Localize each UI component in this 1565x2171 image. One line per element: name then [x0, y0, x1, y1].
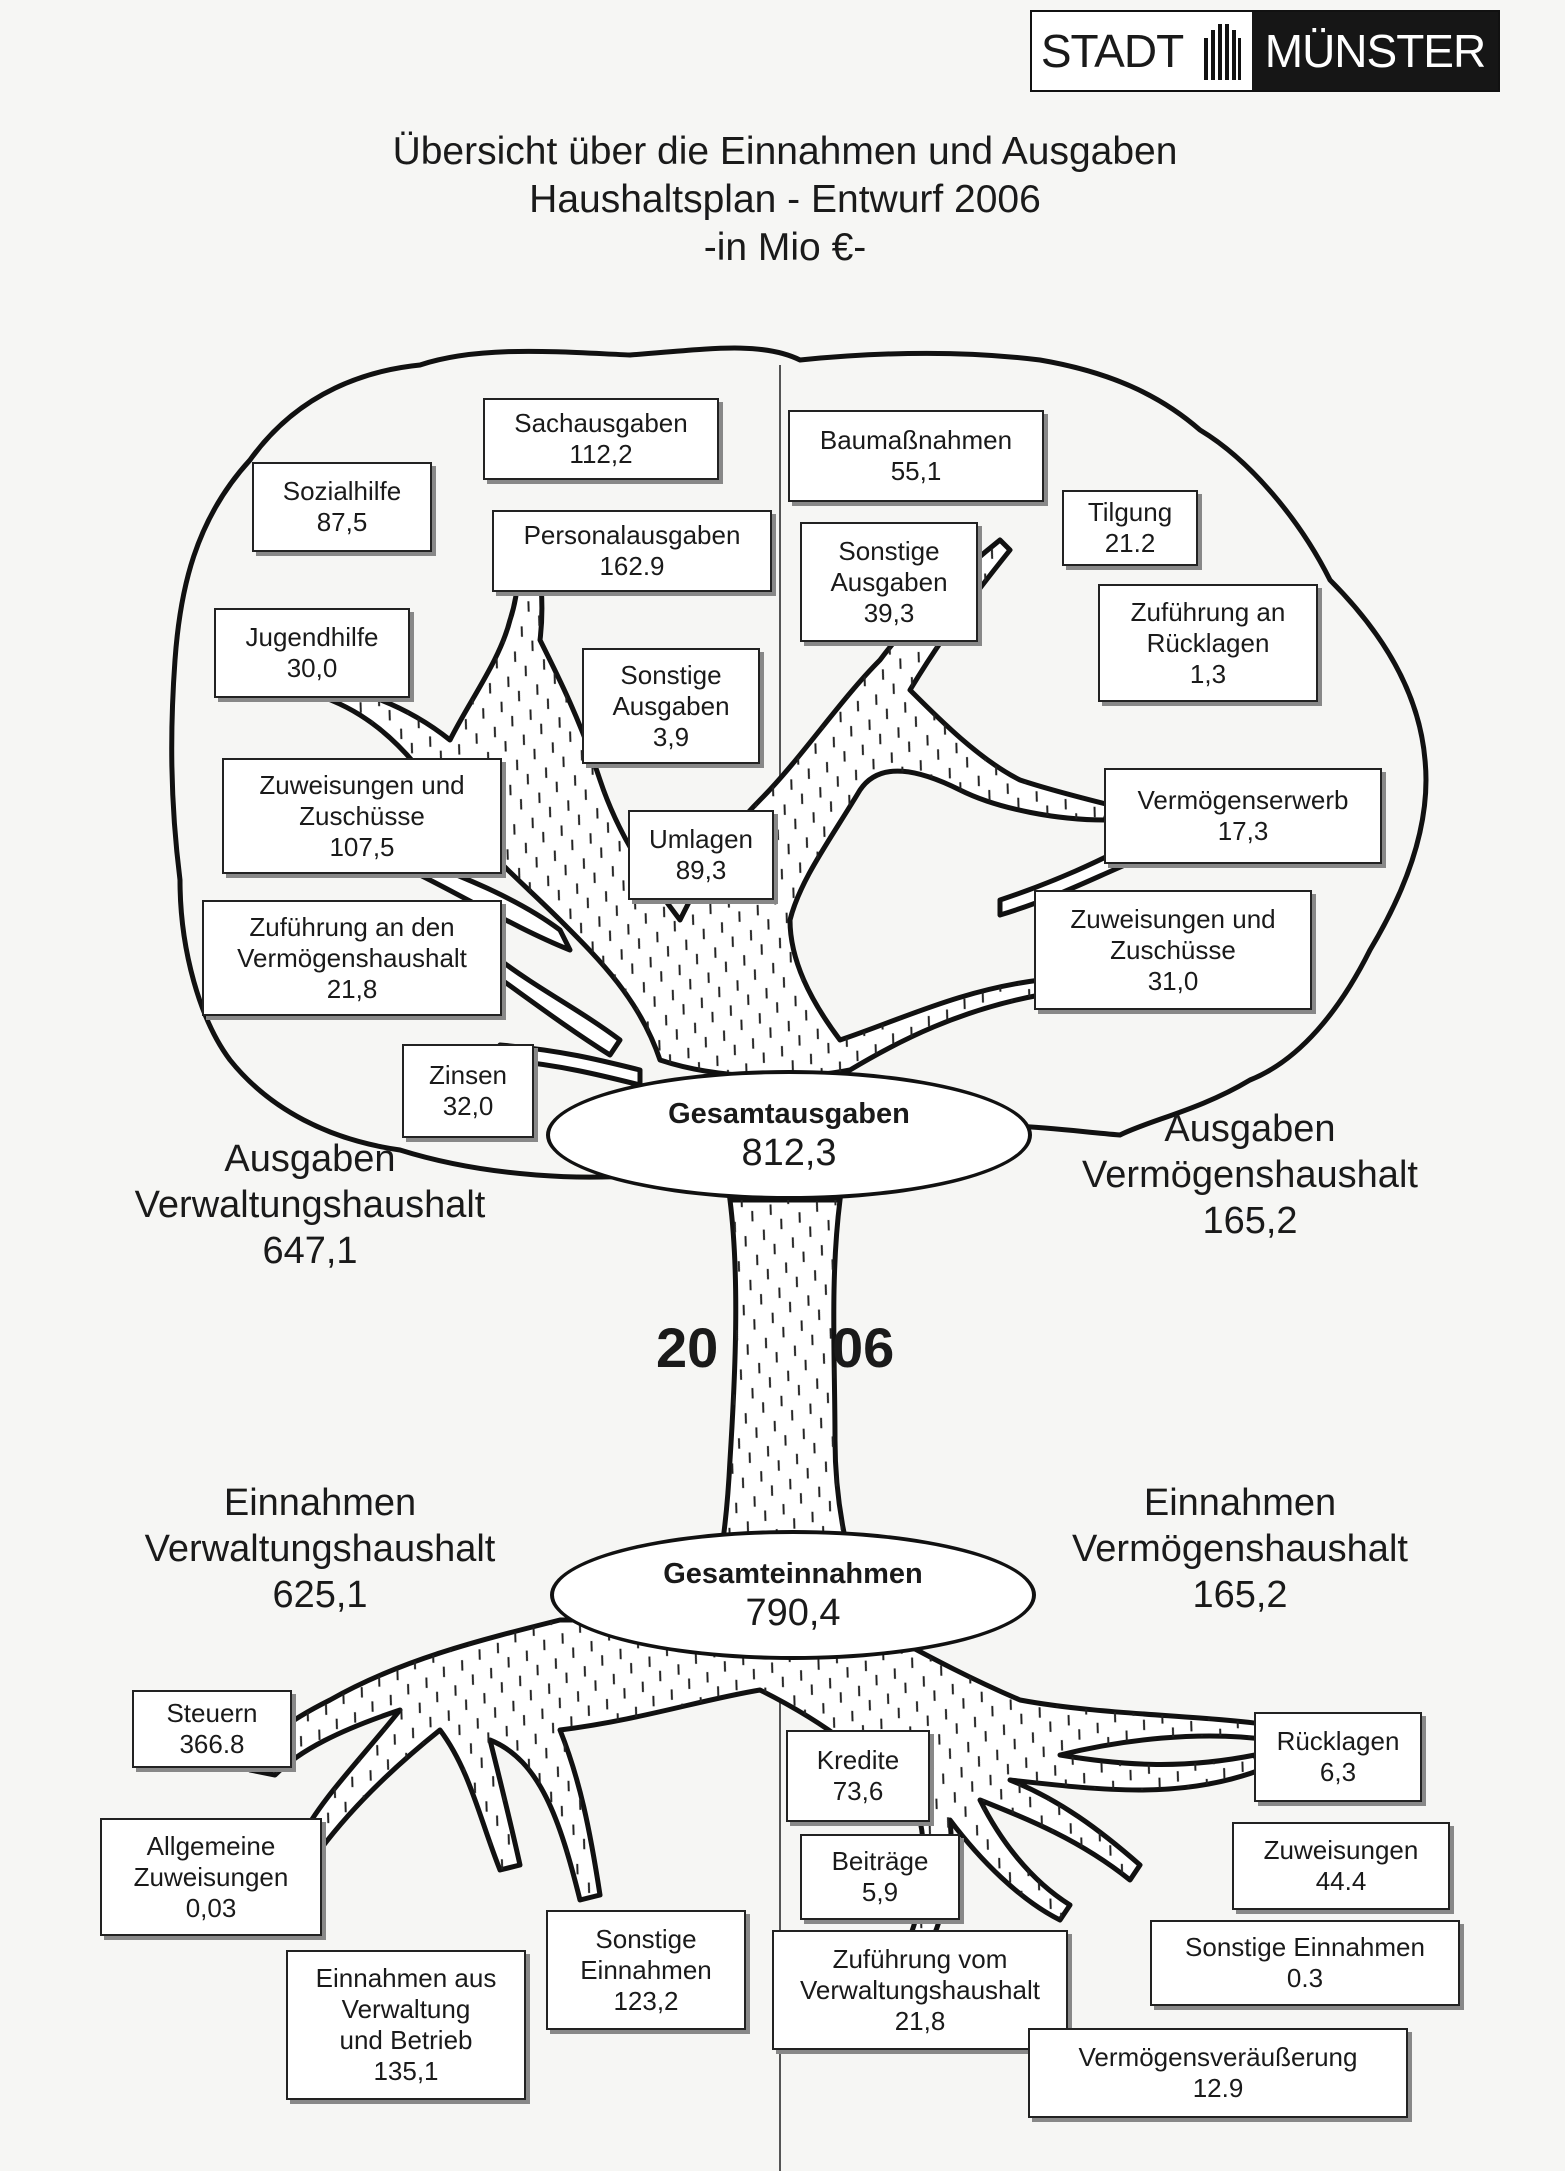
box-zufuehrung-vom-verwaltungshaushalt: Zuführung vom Verwaltungshaushalt 21,8: [772, 1930, 1068, 2050]
box-sonstige-ausgaben-vw: Sonstige Ausgaben 3,9: [582, 648, 760, 764]
title-line-1: Übersicht über die Einnahmen und Ausgabe…: [392, 130, 1178, 173]
box-sozialhilfe: Sozialhilfe 87,5: [252, 462, 432, 552]
tree-trunk: [717, 1197, 854, 1563]
box-kredite: Kredite 73,6: [786, 1730, 930, 1822]
box-allgemeine-zuweisungen: Allgemeine Zuweisungen 0,03: [100, 1818, 322, 1936]
section-einnahmen-vermoegenshaushalt: Einnahmen Vermögenshaushalt 165,2: [1072, 1482, 1408, 1616]
box-tilgung: Tilgung 21.2: [1062, 490, 1198, 566]
box-ruecklagen: Rücklagen 6,3: [1254, 1712, 1422, 1802]
logo-text-stadt: STADT: [1040, 25, 1184, 77]
box-baumassnahmen: Baumaßnahmen 55,1: [788, 410, 1044, 502]
section-einnahmen-verwaltungshaushalt: Einnahmen Verwaltungshaushalt 625,1: [144, 1482, 496, 1616]
box-vermoegenserwerb: Vermögenserwerb 17,3: [1104, 768, 1382, 864]
box-jugendhilfe: Jugendhilfe 30,0: [214, 608, 410, 698]
box-zufuehrung-ruecklagen: Zuführung an Rücklagen 1,3: [1098, 584, 1318, 702]
section-ausgaben-verwaltungshaushalt: Ausgaben Verwaltungshaushalt 647,1: [134, 1138, 486, 1272]
city-building-icon: [1192, 12, 1252, 90]
box-zinsen: Zinsen 32,0: [402, 1044, 534, 1138]
tree-roots: [247, 1617, 1273, 1968]
title-line-3: -in Mio €-: [703, 226, 867, 269]
ellipse-gesamtausgaben: Gesamtausgaben 812,3: [546, 1070, 1032, 1200]
box-zuweisungen-zuschuesse-vm: Zuweisungen und Zuschüsse 31,0: [1034, 890, 1312, 1010]
year-left-digits: 20: [656, 1316, 719, 1379]
section-ausgaben-vermoegenshaushalt: Ausgaben Vermögenshaushalt 165,2: [1082, 1108, 1418, 1242]
logo-text-muenster: MÜNSTER: [1252, 12, 1498, 90]
page-title: Übersicht über die Einnahmen und Ausgabe…: [300, 128, 1270, 272]
box-personalausgaben: Personalausgaben 162.9: [492, 510, 772, 592]
box-steuern: Steuern 366.8: [132, 1690, 292, 1768]
box-zuweisungen-zuschuesse-vw: Zuweisungen und Zuschüsse 107,5: [222, 758, 502, 874]
title-line-2: Haushaltsplan - Entwurf 2006: [529, 178, 1041, 221]
box-sonstige-einnahmen-vm: Sonstige Einnahmen 0.3: [1150, 1920, 1460, 2006]
year-right-digits: 06: [832, 1316, 895, 1379]
box-vermoegensveraeusserung: Vermögensveräußerung 12.9: [1028, 2028, 1408, 2118]
box-sachausgaben: Sachausgaben 112,2: [483, 398, 719, 480]
box-sonstige-ausgaben-vm: Sonstige Ausgaben 39,3: [800, 522, 978, 642]
stadt-muenster-logo: STADT MÜNSTER: [1030, 10, 1500, 92]
box-umlagen: Umlagen 89,3: [628, 810, 774, 900]
box-beitraege: Beiträge 5,9: [800, 1834, 960, 1920]
box-einnahmen-verwaltung-betrieb: Einnahmen aus Verwaltung und Betrieb 135…: [286, 1950, 526, 2100]
ellipse-gesamteinnahmen: Gesamteinnahmen 790,4: [550, 1530, 1036, 1660]
box-zufuehrung-vermoegenshaushalt: Zuführung an den Vermögenshaushalt 21,8: [202, 900, 502, 1016]
box-zuweisungen-vm: Zuweisungen 44.4: [1232, 1822, 1450, 1910]
box-sonstige-einnahmen-vw: Sonstige Einnahmen 123,2: [546, 1910, 746, 2030]
